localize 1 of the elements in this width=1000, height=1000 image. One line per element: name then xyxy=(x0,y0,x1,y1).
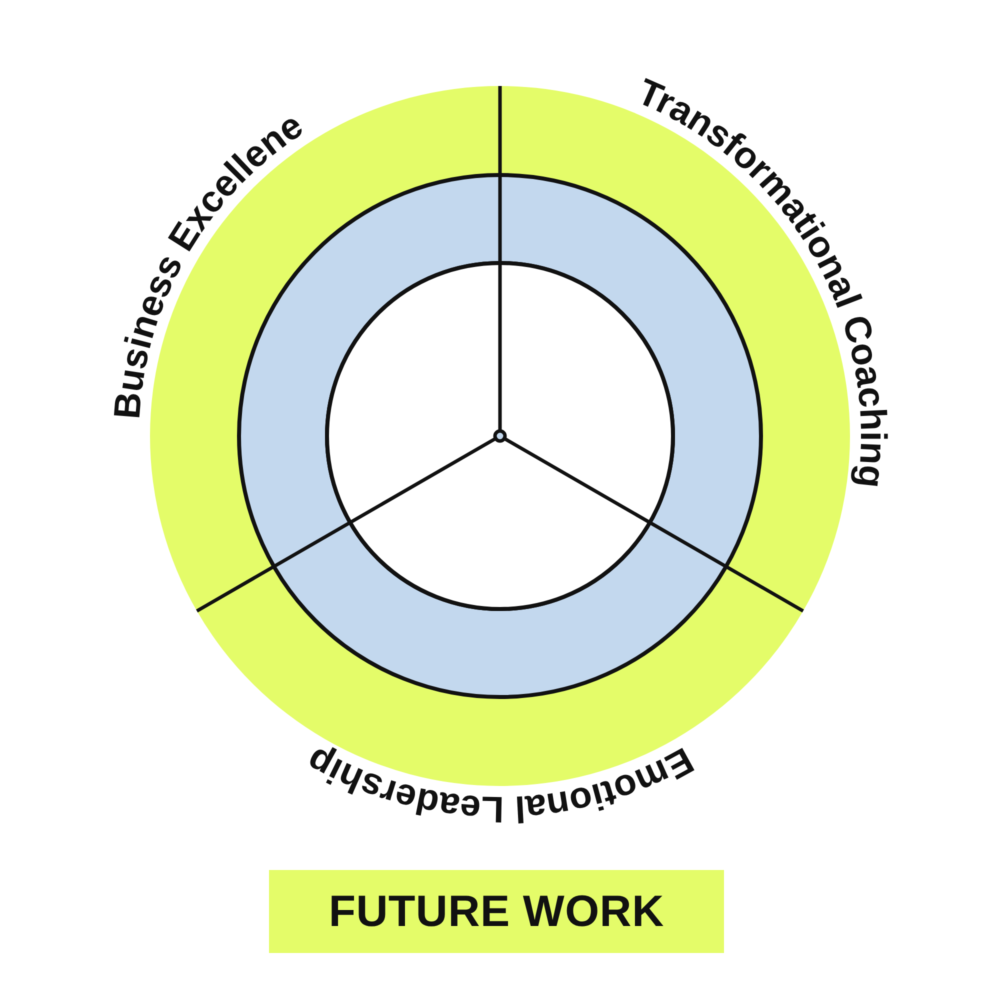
title-banner: FUTURE WORK xyxy=(269,870,724,953)
